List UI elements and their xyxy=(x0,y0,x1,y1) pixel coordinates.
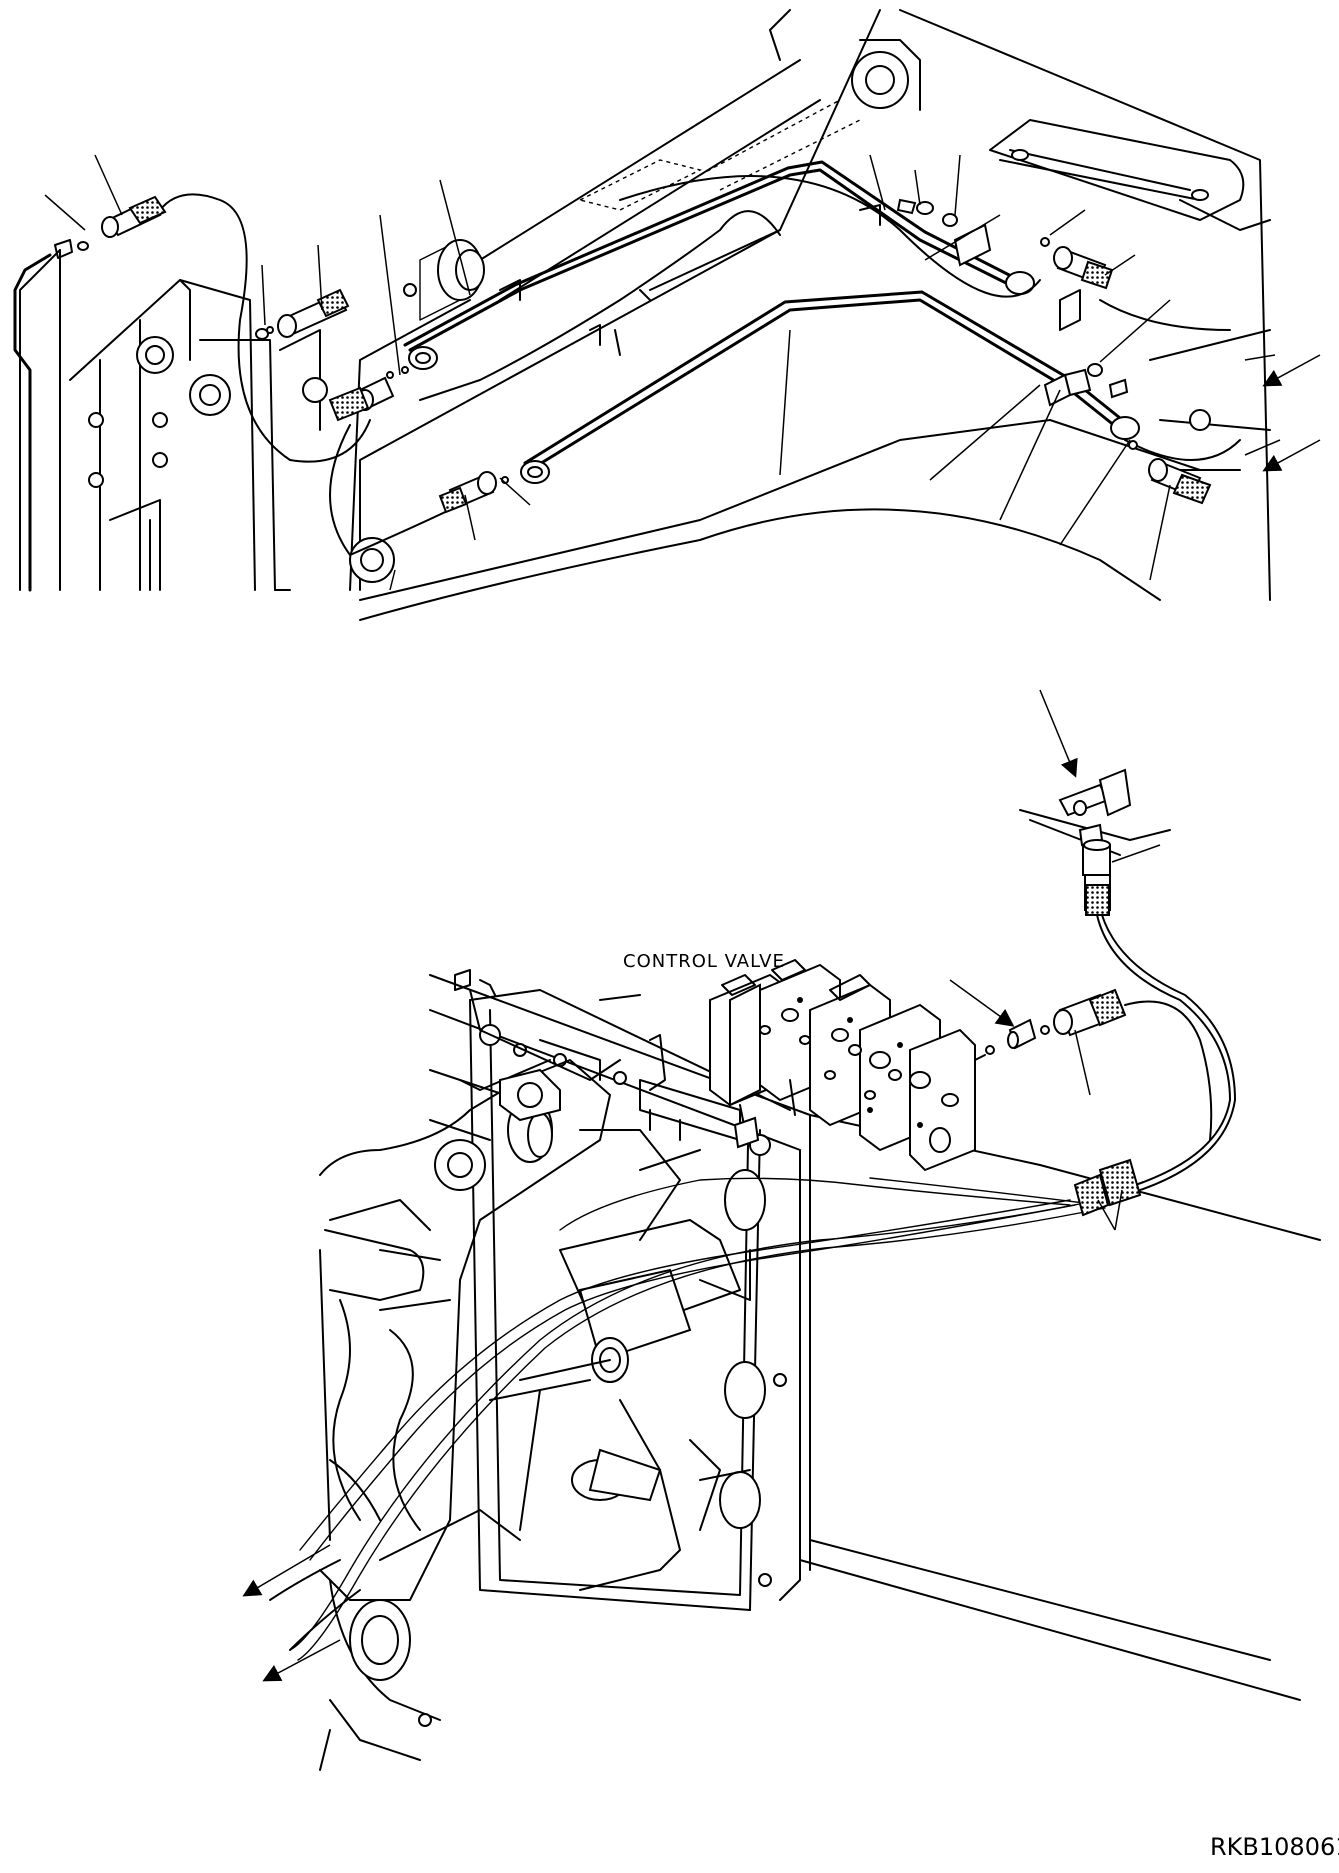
control-valve xyxy=(649,959,976,1172)
bottom-leader-lines xyxy=(1074,844,1161,1231)
arrow-right-lower xyxy=(1262,439,1321,472)
fitting-2 xyxy=(255,288,350,340)
arrow-left-lower xyxy=(262,1639,341,1682)
boom-bracket-frame xyxy=(19,249,328,591)
boom-hoses xyxy=(159,175,1241,556)
control-valve-label: CONTROL VALVE xyxy=(623,951,785,972)
arrow-top-fitting xyxy=(1039,689,1078,778)
fitting-1 xyxy=(101,195,167,238)
top-leader-lines xyxy=(44,154,1281,591)
fitting-4 xyxy=(438,471,509,514)
fitting-3 xyxy=(328,376,395,422)
arrow-left-upper xyxy=(242,1544,331,1597)
swing-pipes-and-fittings xyxy=(269,768,1236,1661)
left-steel-pipe xyxy=(13,239,89,592)
center-swing-parts xyxy=(489,1129,751,1591)
swing-frame-view xyxy=(242,689,1321,1771)
arrow-right-upper xyxy=(1262,354,1321,387)
top-hose-fittings xyxy=(101,195,1212,514)
boom-assembly-view xyxy=(13,9,1321,621)
fitting-6 xyxy=(1128,440,1212,505)
boom-body xyxy=(349,9,1271,621)
boom-steel-pipes xyxy=(403,160,1140,484)
drawing-number: RKB108061 xyxy=(1210,1833,1339,1861)
arrow-control-valve-port xyxy=(949,979,1015,1027)
fitting-5 xyxy=(1040,237,1114,290)
swing-bracket xyxy=(319,1059,611,1771)
